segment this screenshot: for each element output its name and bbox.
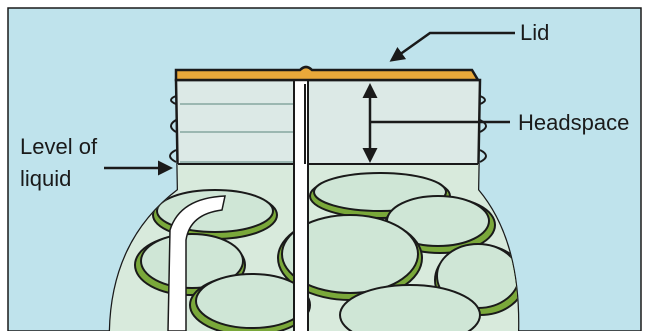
level-of-liquid-label-line1: Level of <box>20 134 98 159</box>
lid-pointer-arrow <box>389 31 515 62</box>
headspace-label: Headspace <box>518 110 630 135</box>
lid-label: Lid <box>520 20 550 45</box>
jar-contents <box>110 80 519 331</box>
jar-threads <box>169 95 487 163</box>
lid-shape <box>174 65 481 82</box>
level-of-liquid-label-line2: liquid <box>20 166 72 191</box>
glass-highlight <box>167 195 226 331</box>
